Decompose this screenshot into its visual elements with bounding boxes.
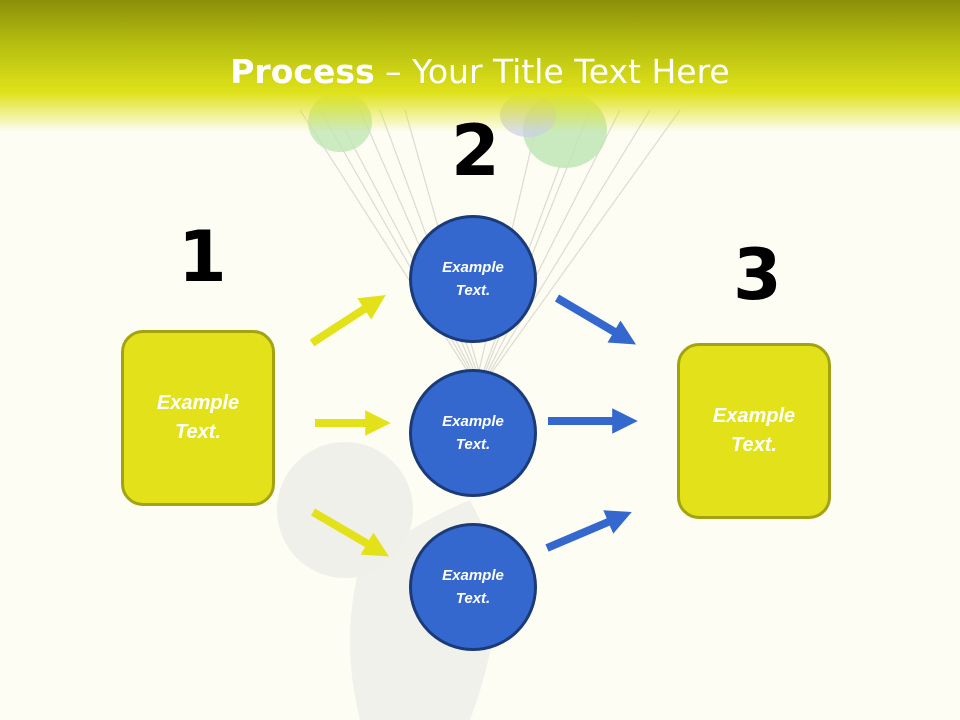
slide-title: Process – Your Title Text Here <box>0 52 960 91</box>
circle-middle: Example Text. <box>409 369 537 497</box>
step-2-number: 2 <box>451 110 500 192</box>
header-band <box>0 0 960 132</box>
step-3-number: 3 <box>733 234 782 316</box>
step-3-box: Example Text. <box>677 343 831 519</box>
arrow-yellow-down <box>310 508 390 557</box>
circle-bottom-text: Example Text. <box>442 567 504 607</box>
arrow-yellow-up <box>309 295 386 347</box>
arrow-blue-up <box>545 510 632 552</box>
step-1-number: 1 <box>178 216 227 298</box>
circle-middle-text: Example Text. <box>442 413 504 453</box>
step-3-text: Example Text. <box>712 405 796 456</box>
arrow-blue-down <box>554 294 637 345</box>
circle-top: Example Text. <box>409 215 537 343</box>
circle-bottom: Example Text. <box>409 523 537 651</box>
title-rest: – Your Title Text Here <box>374 52 730 91</box>
title-bold: Process <box>230 52 375 91</box>
circle-top-text: Example Text. <box>442 259 504 299</box>
step-1-text: Example Text. <box>156 392 240 443</box>
step-1-box: Example Text. <box>121 330 275 506</box>
